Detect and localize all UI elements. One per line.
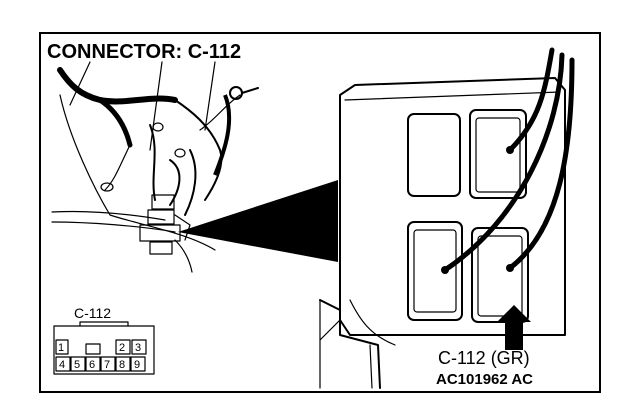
svg-text:3: 3 (135, 342, 141, 354)
pin-3 (131, 339, 147, 355)
svg-text:8: 8 (119, 359, 125, 371)
reference-code: AC101962 AC (436, 371, 533, 388)
connector-block (319, 47, 575, 389)
pin-6 (85, 356, 101, 372)
svg-text:5: 5 (74, 359, 80, 371)
harness-illustration (51, 61, 259, 273)
svg-text:6: 6 (89, 359, 95, 371)
svg-text:4: 4 (59, 359, 65, 371)
diagram-title: CONNECTOR: C-112 (47, 41, 241, 63)
pinout-diagram: C-112 1 2 3 4 5 6 7 8 9 (53, 305, 155, 375)
pinout-label: C-112 (74, 305, 111, 321)
svg-text:2: 2 (119, 342, 125, 354)
pin-5 (70, 356, 86, 372)
pin-1 (55, 339, 69, 355)
pin-2 (115, 339, 131, 355)
callout-label: C-112 (GR) (438, 348, 530, 368)
pin-4 (55, 356, 71, 372)
pin-8 (115, 356, 131, 372)
svg-text:1: 1 (58, 342, 64, 354)
svg-text:7: 7 (104, 359, 110, 371)
svg-text:9: 9 (134, 359, 140, 371)
pin-7 (100, 356, 116, 372)
pin-9 (130, 356, 146, 372)
callout-arrow (497, 305, 531, 350)
zoom-wedge (178, 180, 338, 262)
